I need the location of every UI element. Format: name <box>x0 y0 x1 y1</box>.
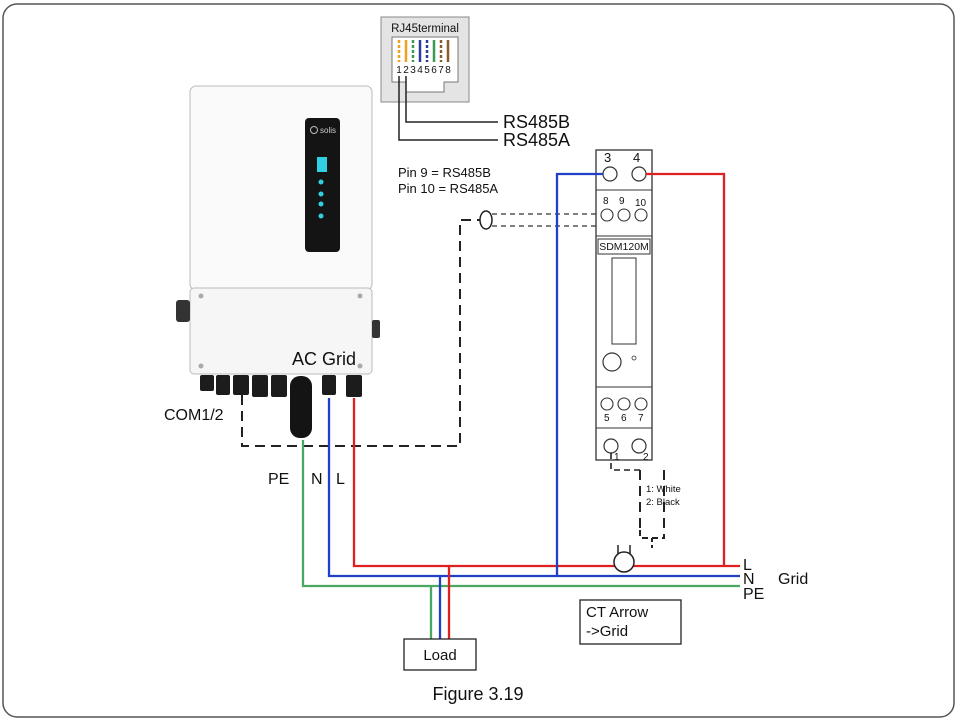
ct-arrow-box <box>579 599 682 645</box>
com-label: COM1/2 <box>164 407 224 424</box>
rj45-terminal: RJ45terminal 1 2 3 4 5 6 7 8 <box>380 16 470 103</box>
rj45-pin-1: 1 <box>396 65 402 76</box>
grid-led-icon <box>318 201 324 207</box>
meter-comm-screws <box>600 208 648 222</box>
grid-pe-label: PE <box>743 586 764 603</box>
wifi-led-icon <box>318 191 324 197</box>
meter-terminal-4-label: 4 <box>633 150 640 165</box>
figure-frame <box>2 3 955 718</box>
meter-neutral-wire <box>555 172 603 576</box>
meter-button-icon <box>602 352 622 372</box>
grid-n-label: N <box>743 571 755 588</box>
meter-terminal-8-label: 8 <box>603 196 609 207</box>
grid-l-label: L <box>743 557 752 574</box>
solis-logo-icon <box>310 126 318 134</box>
meter-lower-screws <box>600 397 648 411</box>
rs485a-label: RS485A <box>503 130 570 150</box>
rj45-pin-4: 4 <box>417 65 423 76</box>
rj45-pin-5: 5 <box>424 65 430 76</box>
rj45-pin-6: 6 <box>431 65 437 76</box>
meter-ct-screws <box>603 438 647 454</box>
meter-terminal-9-label: 9 <box>619 196 625 207</box>
inverter-brand: solis <box>320 126 336 135</box>
rj45-title: RJ45terminal <box>391 23 459 35</box>
inverter-pe-label: PE <box>268 471 289 488</box>
energy-meter: 3 4 8 9 10 SDM120M 5 6 7 1 2 <box>595 149 653 463</box>
comm-cable <box>241 219 481 447</box>
rj45-pin-wires <box>397 40 450 62</box>
load-label: Load <box>423 647 456 664</box>
inverter-l-wire <box>352 398 740 568</box>
meter-display <box>611 257 637 345</box>
meter-terminal-10-label: 10 <box>635 198 647 209</box>
meter-model: SDM120M <box>599 241 649 253</box>
pin-mapping-line-2: Pin 10 = RS485A <box>398 181 498 196</box>
rj45-pin-8: 8 <box>445 65 451 76</box>
meter-terminal-1-label: 1 <box>614 452 620 463</box>
rs485b-label: RS485B <box>503 112 570 132</box>
inverter-connectors <box>200 375 362 397</box>
grid-label: Grid <box>778 571 808 588</box>
ct-note-line-1: 1: White <box>646 484 681 495</box>
battery-indicator-icon <box>317 157 327 172</box>
rj45-pin-2: 2 <box>403 65 409 76</box>
meter-terminal-6-label: 6 <box>621 413 627 424</box>
meter-terminal-3-label: 3 <box>604 150 611 165</box>
figure-caption: Figure 3.19 <box>432 684 523 704</box>
load-box <box>403 638 477 671</box>
rs485b-leader <box>405 76 498 123</box>
inverter-display-panel <box>305 118 340 252</box>
com-port-plug <box>290 376 312 438</box>
ct-clamp <box>613 551 635 573</box>
rj45-pin-7: 7 <box>438 65 444 76</box>
meter-model-plate <box>597 238 651 255</box>
ct-lead-white-top <box>610 453 642 471</box>
fan-led-icon <box>318 213 324 219</box>
meter-top-screws <box>602 166 647 182</box>
inverter-left-handle <box>176 300 190 322</box>
meter-terminal-7-label: 7 <box>638 413 644 424</box>
pin-mapping-line-1: Pin 9 = RS485B <box>398 165 491 180</box>
inverter: solis <box>176 85 380 438</box>
ct-note-line-2: 2: Black <box>646 497 680 508</box>
meter-terminal-5-label: 5 <box>604 413 610 424</box>
ct-arrow-line-2: ->Grid <box>586 623 628 640</box>
inverter-n-wire <box>327 398 740 578</box>
meter-pulse-led-icon <box>631 355 637 361</box>
status-led-icon <box>318 179 324 185</box>
inverter-pe-wire <box>301 440 740 588</box>
inverter-right-handle <box>372 320 380 338</box>
inverter-l-label: L <box>336 471 345 488</box>
meter-live-wire <box>646 172 726 566</box>
ac-grid-label: AC Grid <box>292 349 356 369</box>
inverter-n-label: N <box>311 471 323 488</box>
inverter-upper-body <box>189 85 373 291</box>
meter-terminal-2-label: 2 <box>643 452 649 463</box>
ct-arrow-line-1: CT Arrow <box>586 604 648 621</box>
rj45-pin-3: 3 <box>410 65 416 76</box>
rs485a-leader <box>398 76 498 141</box>
comm-cable-ferrite <box>479 210 493 230</box>
